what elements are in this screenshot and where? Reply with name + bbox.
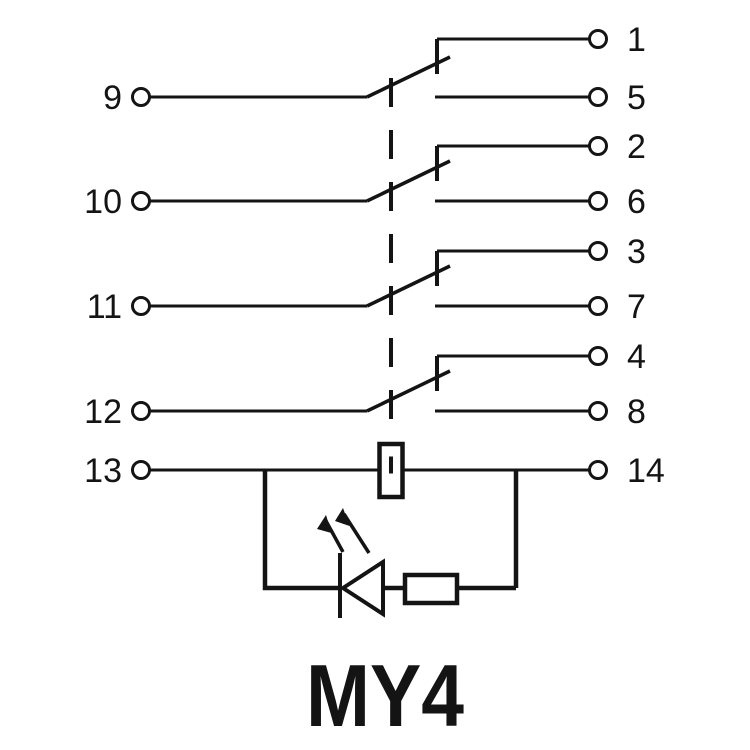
terminal-1-label: 1 [627, 21, 646, 59]
terminal-11-label: 11 [87, 288, 122, 326]
terminal-7-circle [588, 296, 608, 316]
pole-1: 9 1 5 [103, 21, 646, 117]
terminal-7-label: 7 [627, 288, 646, 326]
terminal-3-label: 3 [627, 233, 646, 271]
terminal-13-circle [131, 460, 151, 480]
terminal-4-label: 4 [627, 338, 646, 376]
terminal-9-circle [131, 87, 151, 107]
resistor-symbol [402, 572, 460, 606]
terminal-6-circle [588, 191, 608, 211]
terminal-2-label: 2 [627, 128, 646, 166]
led-indicator-branch [262, 470, 519, 618]
led-symbol [339, 558, 385, 618]
pole-3: 11 3 7 [87, 233, 646, 326]
terminal-6-label: 6 [627, 183, 646, 221]
terminal-14-label: 14 [627, 452, 665, 490]
terminal-8-label: 8 [627, 393, 646, 431]
terminal-3-circle [588, 241, 608, 261]
terminal-10-label: 10 [84, 183, 122, 221]
terminal-10-circle [131, 191, 151, 211]
terminal-8-circle [588, 401, 608, 421]
branch-wire-left [262, 470, 340, 591]
terminal-4-circle [588, 346, 608, 366]
terminal-12-label: 12 [84, 393, 122, 431]
terminal-2-circle [588, 136, 608, 156]
led-emission-arrowhead-2 [335, 508, 350, 526]
terminal-12-circle [131, 401, 151, 421]
terminal-5-label: 5 [627, 79, 646, 117]
terminal-9-label: 9 [103, 79, 122, 117]
terminal-1-circle [588, 29, 608, 49]
terminal-14-circle [588, 460, 608, 480]
led-emission-arrowhead-1 [317, 515, 332, 533]
led-emission-arrow-2 [342, 513, 371, 554]
terminal-13-label: 13 [84, 452, 122, 490]
coil-circuit: 13 14 [84, 441, 665, 500]
terminal-5-circle [588, 87, 608, 107]
relay-model-title: MY4 [306, 646, 464, 745]
pole-2: 10 2 6 [84, 128, 646, 221]
terminal-11-circle [131, 296, 151, 316]
pole-4: 12 4 8 [84, 338, 646, 431]
